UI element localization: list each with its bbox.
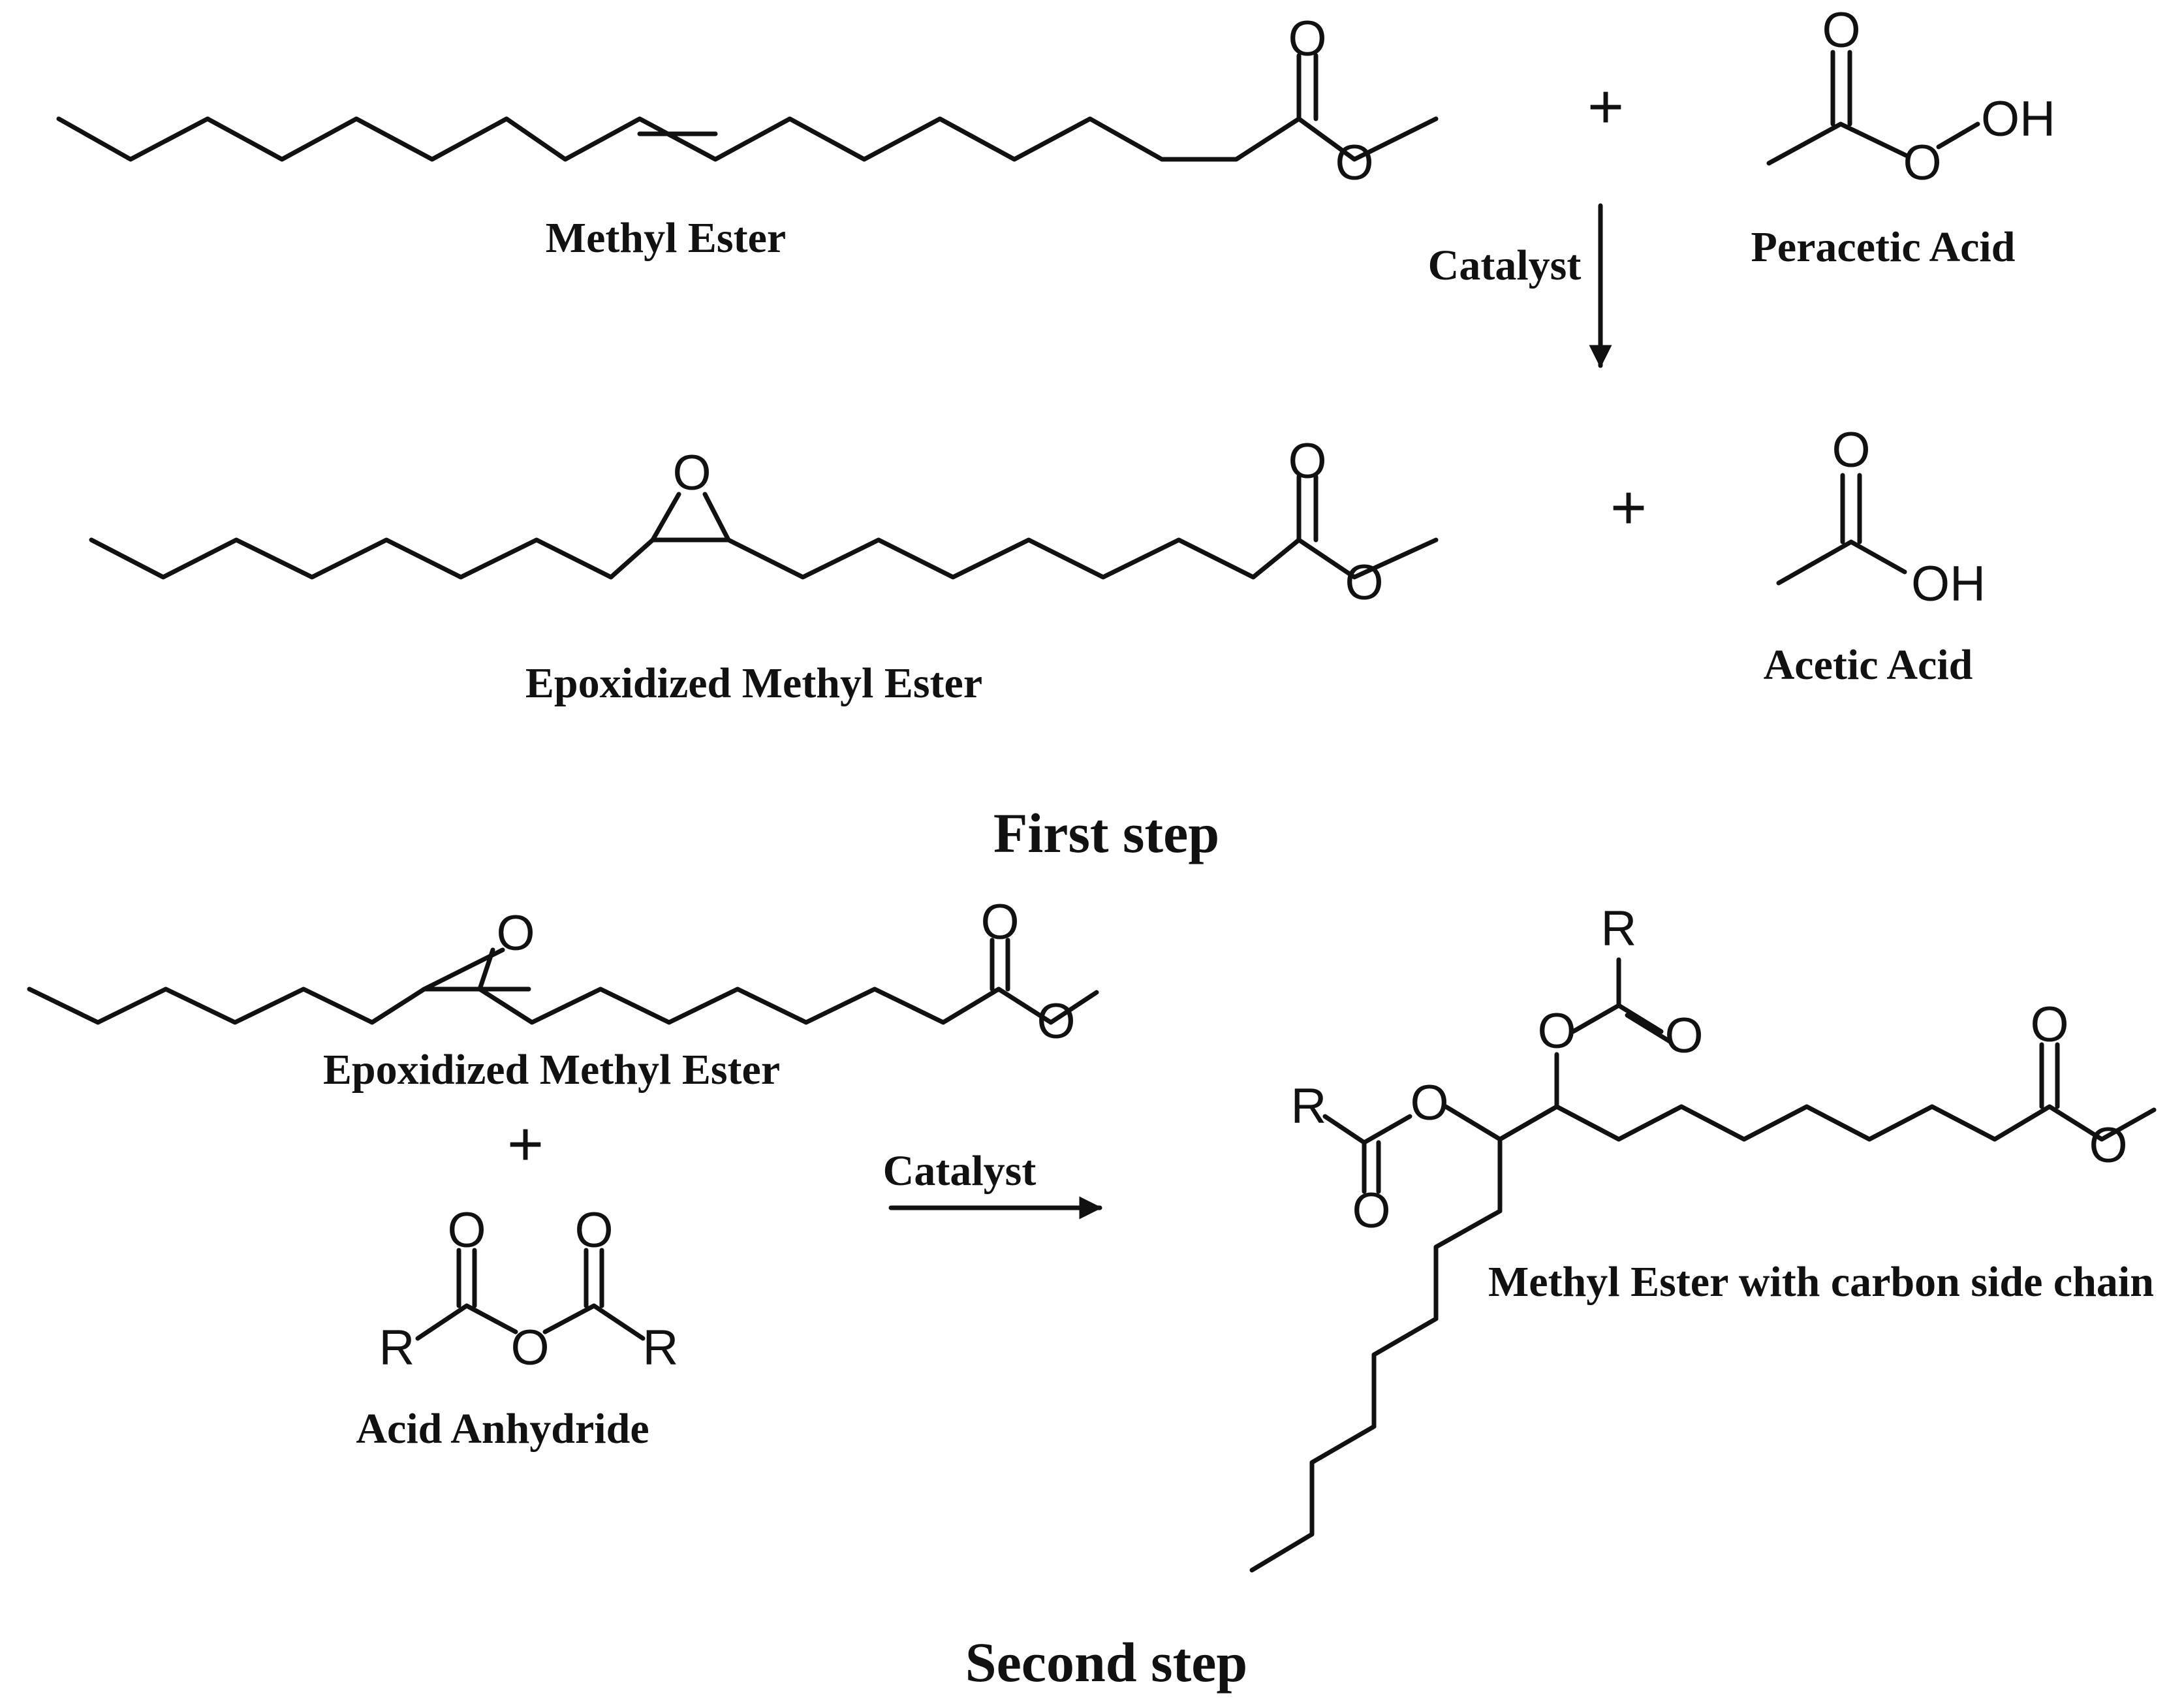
carbonyl-oxygen: O [1822,3,1860,58]
carbonyl-oxygen: O [1352,1183,1390,1239]
ester-oxygen: O [1410,1075,1448,1131]
ester-oxygen: O [1037,994,1075,1049]
r-group: R [1291,1079,1327,1134]
carbonyl-oxygen: O [980,894,1019,950]
plus-sign: + [1587,72,1624,142]
peroxy-oxygen: O [1903,135,1941,191]
peracetic-acid-label: Peracetic Acid [1751,223,2016,271]
epoxidized-methyl-ester-label: Epoxidized Methyl Ester [323,1046,780,1094]
hydroxyl-group: OH [1911,556,1986,612]
product-label: Methyl Ester with carbon side chain [1488,1258,2154,1306]
carbonyl-oxygen: O [574,1203,613,1258]
methyl-ester-label: Methyl Ester [546,214,786,262]
ester-oxygen: O [2089,1118,2127,1173]
epoxide-oxygen: O [672,445,711,501]
acetic-acid-structure: O OH [1776,422,1986,612]
acetic-acid-label: Acetic Acid [1764,641,1973,689]
first-step-caption: First step [993,802,1219,864]
first-step: O O Methyl Ester + O O OH Peracetic Acid… [56,3,2055,864]
diester-product-structure: O R O O R O O O [1249,901,2157,1573]
r-group: R [643,1320,679,1376]
peracetic-acid-structure: O O OH [1766,3,2055,191]
ester-oxygen: O [1345,555,1383,610]
epoxide-oxygen: O [496,906,535,961]
plus-sign: + [1610,473,1647,543]
epoxidized-methyl-ester-structure: O O O [89,434,1439,610]
epoxidized-methyl-ester-structure: O O O [27,894,1099,1049]
acid-anhydride-structure: O O O R R [379,1203,679,1376]
hydroxyl-group: OH [1981,91,2055,147]
epoxidized-methyl-ester-label: Epoxidized Methyl Ester [525,659,982,707]
second-step: O O O Epoxidized Methyl Ester + O O O R … [27,894,2157,1694]
carbonyl-oxygen: O [1664,1008,1703,1064]
carbonyl-oxygen: O [1288,434,1326,489]
methyl-ester-structure: O O [56,11,1439,191]
bridging-oxygen: O [510,1320,549,1376]
acid-anhydride-label: Acid Anhydride [356,1405,649,1453]
r-group: R [1601,901,1637,956]
carbonyl-oxygen: O [447,1203,486,1258]
r-group: R [379,1320,415,1376]
carbonyl-oxygen: O [1288,11,1326,67]
catalyst-label: Catalyst [883,1147,1037,1195]
catalyst-label: Catalyst [1428,242,1582,289]
ester-oxygen: O [1537,1003,1576,1059]
ester-oxygen: O [1335,135,1373,191]
plus-sign: + [507,1109,544,1179]
carbonyl-oxygen: O [2030,997,2068,1052]
second-step-caption: Second step [965,1631,1247,1694]
carbonyl-oxygen: O [1832,422,1870,478]
